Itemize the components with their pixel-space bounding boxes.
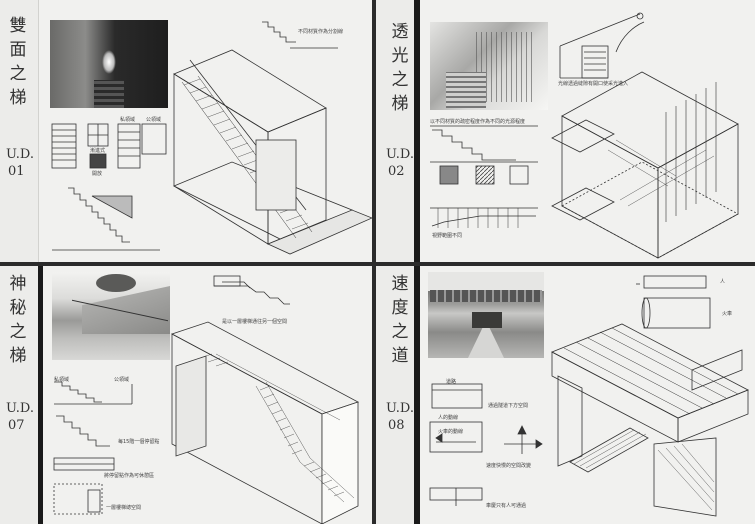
ud07-drawings [53,275,360,524]
title-char: 光 [391,46,409,66]
title-char: 之 [9,64,27,84]
annotation: 視野範圍不同 [432,233,463,239]
binder-divider [38,266,43,524]
title-strip-ud08 [376,266,415,524]
title-char: 度 [391,298,409,318]
ud01-drawings [51,21,372,255]
title-strip-ud01 [0,0,39,262]
title-char: 速 [391,274,409,294]
corridor-photo [50,20,168,108]
corridor-light [102,50,116,74]
binder-divider [414,266,420,524]
tree-canopy [96,274,136,292]
annotation: 公領域 [146,117,162,123]
title-strip-ud02 [376,0,415,262]
annotation: 不同材質作為分割線 [298,29,344,35]
title-char: 之 [391,70,409,90]
annotation: 開放 [92,171,103,177]
title-char: 秘 [9,298,27,318]
title-char: 梯 [9,346,27,366]
annotation: 一層樓梯總空間 [106,505,142,511]
annotation: 火車的動線 [438,429,464,435]
annotation: 通過隧道下方空間 [488,403,529,409]
sheet-ud08: 速 度 之 道 U.D. 08 [376,266,755,524]
annotation: 道路 [446,379,457,385]
train [430,290,542,302]
outdoor-stair-photo [52,272,170,360]
title-char: 神 [9,274,27,294]
ud-label: U.D. [386,401,414,416]
annotation: 火車 [722,311,733,317]
stair-rail [476,32,536,102]
title-char: 之 [9,322,27,342]
ud02-drawings [430,12,739,259]
title-char: 之 [391,322,409,342]
ud-label: U.D. [6,147,34,162]
ud-number: 07 [8,418,25,433]
annotation: 漸進式 [90,148,106,154]
annotation: 人的動線 [438,415,459,421]
railway-bridge-photo [428,272,544,358]
sheet-ud01: 雙 面 之 梯 U.D. 01 [0,0,372,262]
sheet-ud02: 透 光 之 梯 U.D. 02 [376,0,755,262]
annotation: 是以一層樓梯通往另一個空間 [222,319,288,325]
ud-number: 08 [388,418,405,433]
annotation: 將停留點作為可休憩區 [104,473,155,479]
annotation: 以不同材質的疏密程度作為不同的光源程度 [430,119,526,125]
annotation: 人 [720,279,726,285]
tunnel-opening [472,312,502,328]
title-char: 面 [9,40,27,60]
annotation: 私領域 [54,377,70,383]
title-char: 梯 [9,88,27,108]
ud-label: U.D. [386,147,414,162]
annotation: 每15階一個停留點 [118,439,160,445]
title-char: 梯 [391,94,409,114]
annotation: 車慶只有人可通過 [486,503,527,509]
title-char: 雙 [9,16,27,36]
title-char: 透 [391,22,409,42]
ud-number: 01 [8,164,25,179]
stair-flight [446,72,486,108]
sheet-ud07: 神 秘 之 梯 U.D. 07 [0,266,372,524]
stair-light-photo [430,22,548,110]
ud-label: U.D. [6,401,34,416]
ud08-drawings [429,275,749,517]
annotation: 光線透過縫隙有開口使采光進入 [558,81,629,87]
annotation: 速度快慢的空間改變 [486,463,532,469]
title-char: 道 [391,346,409,366]
binder-divider [414,0,420,262]
corridor-stairs [94,80,124,108]
ud-number: 02 [388,164,405,179]
annotation: 私領域 [120,117,136,123]
annotation: 公領域 [114,377,130,383]
